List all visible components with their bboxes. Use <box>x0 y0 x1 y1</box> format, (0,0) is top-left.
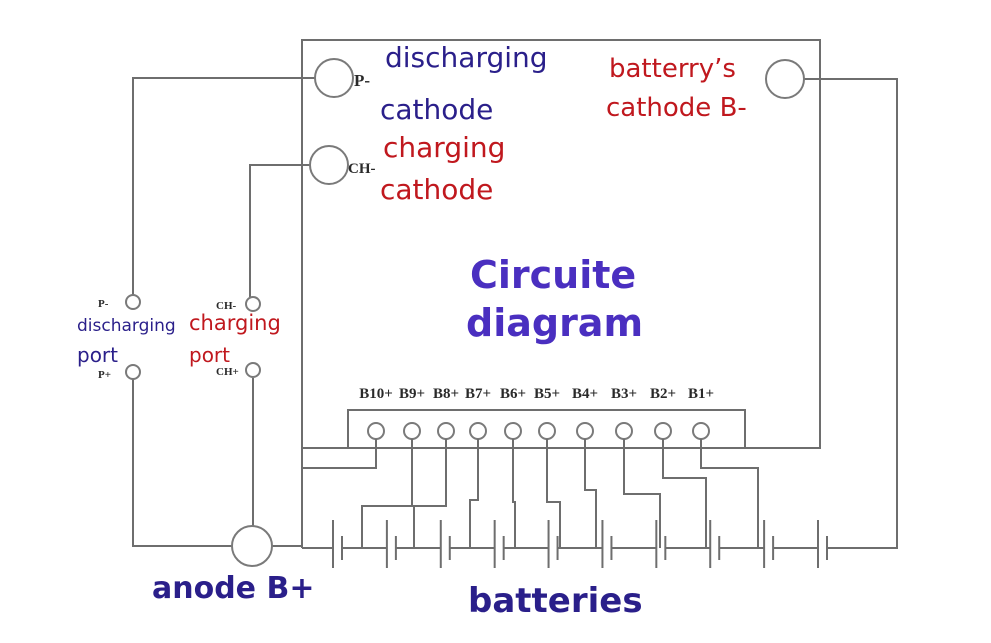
balance-lead-B2+ <box>662 439 707 548</box>
ch-minus-wire <box>249 164 310 297</box>
balance-pin-B6+ <box>504 422 522 440</box>
discharging-port-label-line1: discharging <box>77 316 176 336</box>
balance-pin-B9+ <box>403 422 421 440</box>
battery-chain <box>301 448 828 568</box>
bms-board-outline <box>301 39 821 449</box>
charging-port-minus-label: CH- <box>216 300 237 312</box>
balance-pin-B8+ <box>437 422 455 440</box>
batteries-label: batteries <box>468 581 643 621</box>
ch-minus-label-line1: charging <box>383 131 506 164</box>
b-minus-label-line2: cathode B- <box>606 93 747 123</box>
balance-pin-label: B9+ <box>399 386 425 402</box>
charging-port-label-line2: port <box>189 343 230 367</box>
board-title-line1: Circuite <box>470 253 637 297</box>
board-title-line2: diagram <box>466 301 644 345</box>
charging-port-plus <box>245 362 261 378</box>
b-minus-wire <box>804 78 898 549</box>
balance-pin-label: B1+ <box>688 386 714 402</box>
balance-lead-B9+ <box>361 439 413 548</box>
balance-lead-B8+ <box>413 439 447 548</box>
balance-pin-label: B8+ <box>433 386 459 402</box>
balance-pin-label: B6+ <box>500 386 526 402</box>
discharging-port-minus-label: P- <box>98 298 109 310</box>
balance-lead-B3+ <box>623 439 661 548</box>
p-minus-wire <box>132 77 315 295</box>
anode-terminal <box>231 525 273 567</box>
balance-pin-label: B10+ <box>359 386 393 402</box>
balance-lead-B5+ <box>546 439 561 548</box>
p-minus-label-line2: cathode <box>380 93 494 126</box>
ch-minus-pin-label: CH- <box>348 161 376 177</box>
balance-pin-B7+ <box>469 422 487 440</box>
b-minus-label-line1: batterry’s <box>609 54 736 84</box>
balance-pin-label: B2+ <box>650 386 676 402</box>
balance-pin-B4+ <box>576 422 594 440</box>
ch-minus-terminal <box>309 145 349 185</box>
balance-lead-B4+ <box>584 439 597 548</box>
balance-lead-B6+ <box>512 439 516 548</box>
balance-pin-label: B4+ <box>572 386 598 402</box>
charging-port-plus-label: CH+ <box>216 366 239 378</box>
balance-pin-B5+ <box>538 422 556 440</box>
balance-lead-B1+ <box>700 439 759 548</box>
balance-pin-label: B3+ <box>611 386 637 402</box>
balance-connector-housing <box>347 409 746 448</box>
p-minus-terminal <box>314 58 354 98</box>
charging-port-minus <box>245 296 261 312</box>
balance-lead-B7+ <box>469 439 479 548</box>
balance-pins: B10+ B9+ B8+ B7+ B6+ B5+ B4+ B3+ B2+ B1+ <box>301 386 759 548</box>
p-minus-label-line1: discharging <box>385 41 548 74</box>
discharging-port-minus <box>125 294 141 310</box>
balance-pin-B1+ <box>692 422 710 440</box>
balance-pin-B2+ <box>654 422 672 440</box>
discharging-port-label-line2: port <box>77 343 118 367</box>
discharging-port-plus-label: P+ <box>98 369 111 381</box>
p-plus-wire <box>132 379 232 547</box>
balance-pin-label: B5+ <box>534 386 560 402</box>
ch-minus-label-line2: cathode <box>380 173 494 206</box>
balance-pin-B10+ <box>367 422 385 440</box>
anode-label: anode B+ <box>152 571 315 606</box>
balance-pin-B3+ <box>615 422 633 440</box>
b-minus-terminal <box>765 59 805 99</box>
discharging-port-plus <box>125 364 141 380</box>
balance-pin-label: B7+ <box>465 386 491 402</box>
p-minus-pin-label: P- <box>354 71 370 90</box>
charging-port-label-line1: charging <box>189 311 281 335</box>
balance-lead-B10+ <box>301 439 377 548</box>
